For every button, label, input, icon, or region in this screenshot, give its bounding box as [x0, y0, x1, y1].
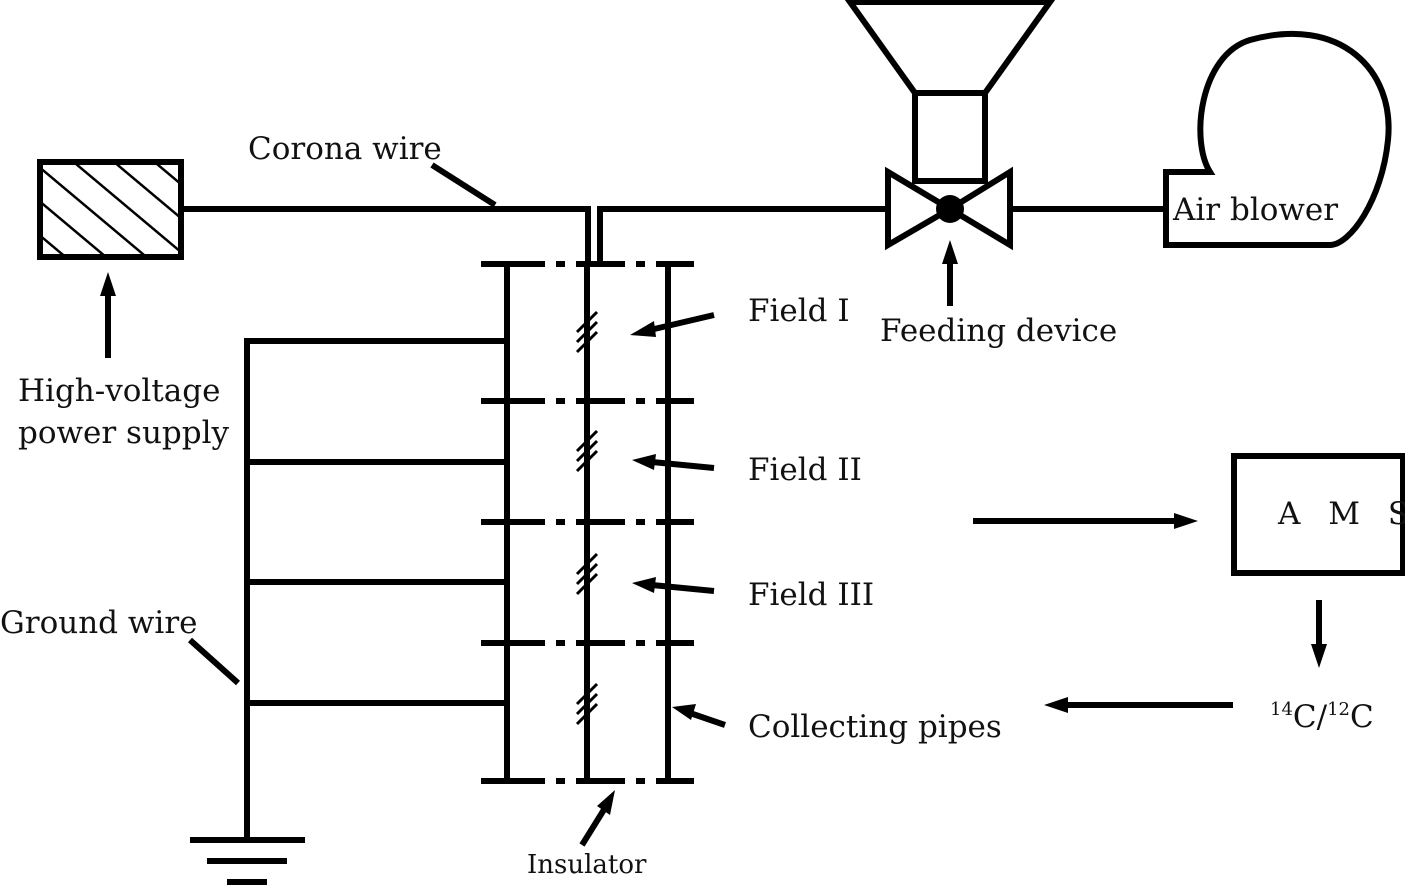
- ground-symbol-icon: [190, 837, 305, 885]
- corona-wire-leader: [430, 162, 497, 208]
- hopper-funnel-icon: [844, 0, 1056, 184]
- ratio-return-arrow: [1044, 697, 1233, 713]
- collecting-pipes-pointer: [672, 704, 726, 728]
- field-3-pointer: [632, 577, 715, 594]
- blower-volute-icon: [1163, 30, 1392, 248]
- to-ams-arrow: [973, 513, 1198, 529]
- butterfly-valve-icon: [885, 166, 1013, 251]
- corona-wire-line: [181, 206, 591, 262]
- ams-down-arrow: [1311, 600, 1327, 668]
- corona-wire-label: Corona wire: [248, 131, 442, 167]
- power-supply-box: [37, 159, 184, 260]
- c12-mass-number: 12: [1327, 699, 1350, 720]
- discharge-mark-field-2: [575, 429, 599, 473]
- feeding-device-label: Feeding device: [880, 313, 1117, 349]
- insulator-label: Insulator: [527, 850, 647, 880]
- discharge-mark-field-3: [575, 552, 599, 596]
- ground-wire-leader: [187, 637, 241, 686]
- power-supply-label-line1: High-voltage: [18, 373, 220, 409]
- ams-box: [1231, 453, 1405, 576]
- discharge-mark-field-1: [575, 310, 599, 354]
- ams-label: A M S: [1277, 496, 1405, 532]
- ground-wire-label: Ground wire: [0, 605, 198, 641]
- field-2-pointer: [632, 454, 715, 471]
- power-supply-label-line2: power supply: [18, 415, 230, 451]
- c14-symbol: C/: [1293, 699, 1328, 735]
- discharge-mark-field-4: [575, 682, 599, 726]
- feeding-device-arrow: [942, 240, 958, 306]
- insulator-pointer: [579, 790, 615, 847]
- isotope-ratio-label: 14C/12C: [1270, 699, 1374, 735]
- field-1-pointer: [630, 312, 715, 337]
- collecting-pipes-label: Collecting pipes: [748, 709, 1002, 745]
- field-2-label: Field II: [748, 452, 862, 488]
- air-duct-line: [597, 206, 888, 262]
- discharge-marks: [575, 310, 599, 726]
- ground-wire: [244, 338, 507, 838]
- c14-mass-number: 14: [1270, 699, 1293, 720]
- c12-symbol: C: [1350, 699, 1374, 735]
- field-3-label: Field III: [748, 577, 874, 613]
- air-blower-label: Air blower: [1172, 192, 1338, 228]
- power-supply-arrow: [100, 272, 116, 358]
- insulator-rows: [481, 261, 694, 784]
- field-1-label: Field I: [748, 293, 850, 329]
